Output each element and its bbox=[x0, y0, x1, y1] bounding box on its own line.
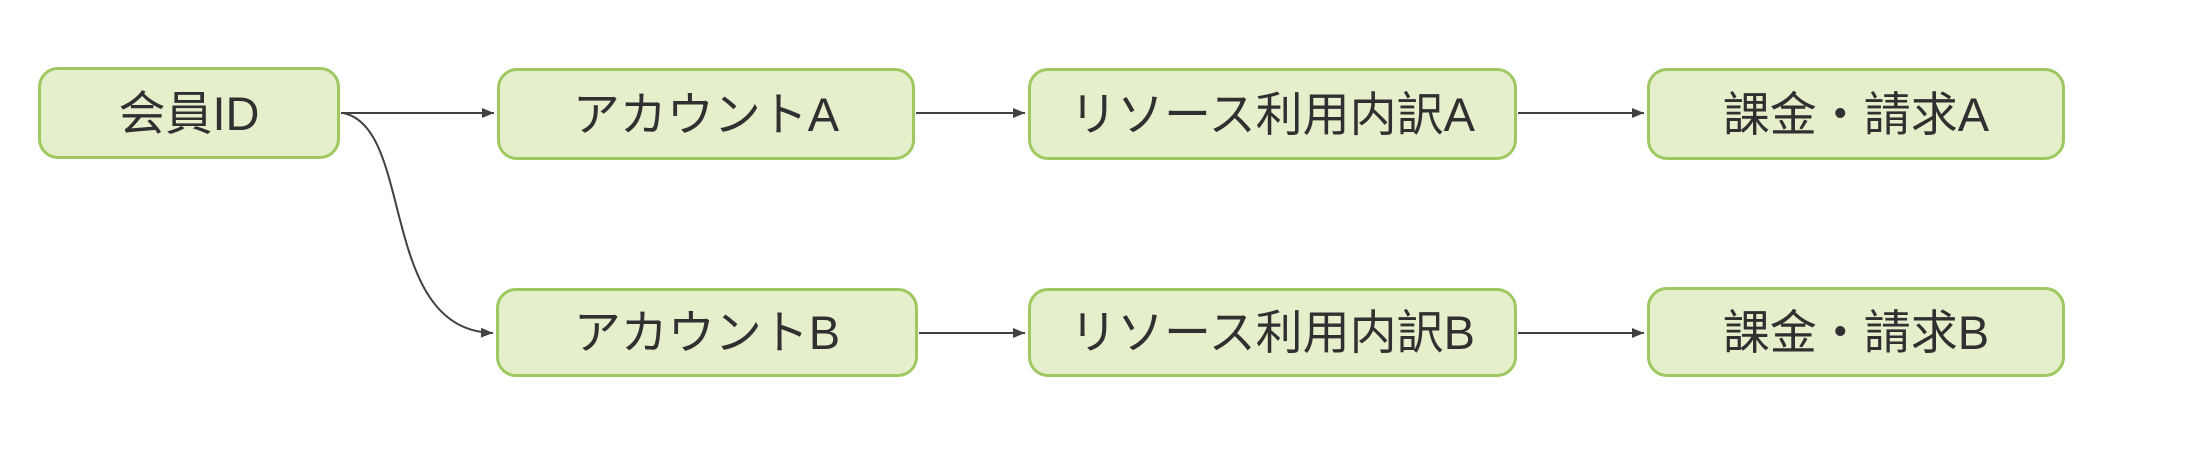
node-billing-b-label: 課金・請求B bbox=[1722, 305, 1990, 359]
node-member-id: 会員ID bbox=[38, 67, 340, 159]
node-account-b: アカウントB bbox=[496, 288, 918, 377]
node-member-id-label: 会員ID bbox=[118, 86, 260, 140]
node-account-a-label: アカウントA bbox=[572, 87, 840, 141]
node-billing-a: 課金・請求A bbox=[1647, 68, 2065, 160]
node-account-a: アカウントA bbox=[497, 68, 915, 160]
node-resource-usage-a: リソース利用内訳A bbox=[1028, 68, 1517, 160]
node-resource-usage-a-label: リソース利用内訳A bbox=[1070, 87, 1475, 141]
node-billing-a-label: 課金・請求A bbox=[1722, 87, 1990, 141]
node-resource-usage-b-label: リソース利用内訳B bbox=[1070, 306, 1475, 359]
node-resource-usage-b: リソース利用内訳B bbox=[1028, 288, 1517, 377]
connector-member-id-to-account-b bbox=[342, 112, 494, 338]
node-account-b-label: アカウントB bbox=[573, 306, 841, 359]
node-billing-b: 課金・請求B bbox=[1647, 287, 2065, 377]
